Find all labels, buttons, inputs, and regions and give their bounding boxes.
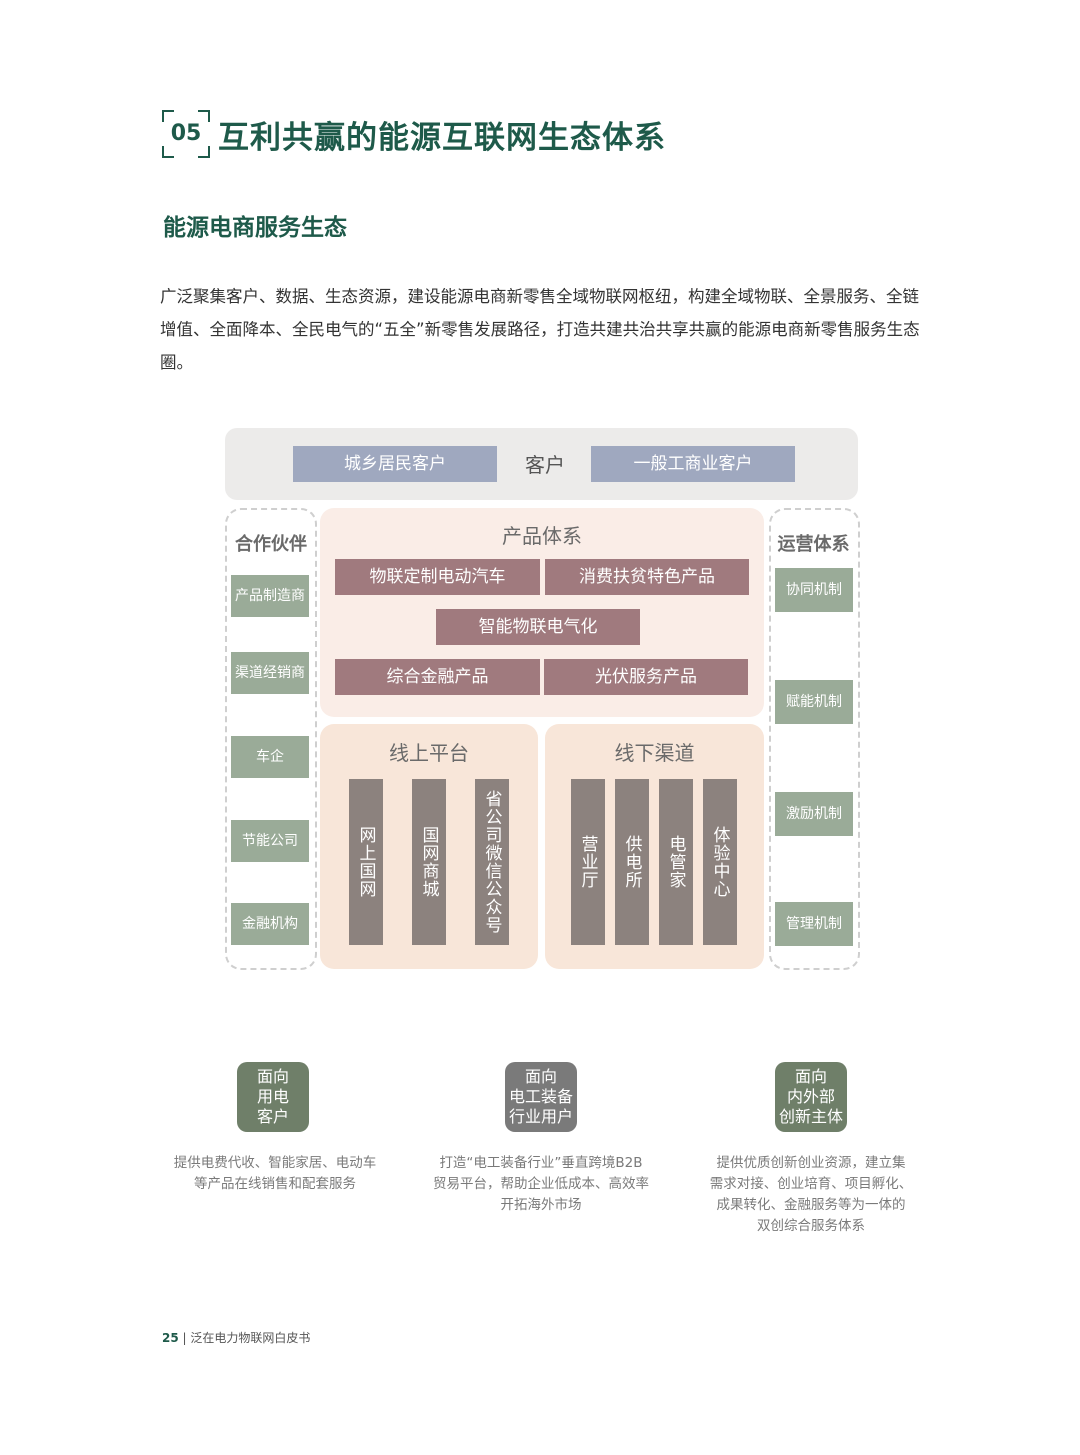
- offline-item-label: 体验中心: [709, 826, 730, 898]
- offline-item-label: 电管家: [665, 835, 686, 889]
- online-item: 国网商城: [412, 779, 446, 945]
- page-footer: 25 | 泛在电力物联网白皮书: [162, 1329, 310, 1346]
- operation-item: 协同机制: [775, 568, 853, 612]
- bracket-corner: [198, 146, 210, 158]
- product-item: 光伏服务产品: [544, 659, 748, 695]
- audience-description: 提供优质创新创业资源，建立集 需求对接、创业培育、项目孵化、 成果转化、金融服务…: [709, 1155, 913, 1234]
- page-number: 25: [162, 1331, 179, 1345]
- offline-item: 营业厅: [571, 779, 605, 945]
- offline-item: 体验中心: [703, 779, 737, 945]
- bracket-corner: [162, 146, 174, 158]
- partners-column: [225, 508, 317, 970]
- partner-item: 产品制造商: [231, 575, 309, 617]
- section-number: 05: [170, 121, 202, 146]
- partner-item: 金融机构: [231, 903, 309, 945]
- section-number-badge: 05: [162, 110, 210, 158]
- online-item: 网上国网: [349, 779, 383, 945]
- bracket-corner: [198, 110, 210, 122]
- operations-column: [769, 508, 860, 970]
- operation-item: 管理机制: [775, 902, 853, 946]
- offline-item: 供电所: [615, 779, 649, 945]
- customer-label: 客户: [525, 453, 565, 477]
- subsection-title: 能源电商服务生态: [163, 215, 347, 241]
- offline-item-label: 营业厅: [577, 835, 598, 889]
- product-item-center: 智能物联电气化: [436, 609, 640, 645]
- audience-description: 提供电费代收、智能家居、电动车 等产品在线销售和配套服务: [173, 1155, 377, 1192]
- bracket-corner: [162, 110, 174, 122]
- audience-description: 打造“电工装备行业”垂直跨境B2B 贸易平台，帮助企业低成本、高效率 开拓海外市…: [433, 1155, 649, 1213]
- intro-paragraph: 广泛聚集客户、数据、生态资源，建设能源电商新零售全域物联网枢纽，构建全域物联、全…: [160, 287, 920, 372]
- offline-item-label: 供电所: [621, 835, 642, 889]
- offline-item: 电管家: [659, 779, 693, 945]
- footer-separator: |: [182, 1331, 187, 1345]
- audience-badge-innovators: 面向 内外部 创新主体: [775, 1062, 847, 1132]
- product-item: 综合金融产品: [335, 659, 540, 695]
- partner-item: 车企: [231, 736, 309, 778]
- online-title: 线上平台: [389, 741, 469, 765]
- product-item: 物联定制电动汽车: [335, 559, 540, 595]
- operation-item: 赋能机制: [775, 680, 853, 724]
- product-title: 产品体系: [502, 524, 582, 548]
- footer-title: 泛在电力物联网白皮书: [190, 1331, 311, 1345]
- operation-item: 激励机制: [775, 792, 853, 836]
- online-item-label: 国网商城: [418, 826, 439, 898]
- audience-badge-power-customers: 面向 用电 客户: [237, 1062, 309, 1132]
- offline-title: 线下渠道: [614, 741, 695, 765]
- online-item-label: 网上国网: [355, 826, 376, 898]
- partner-item: 节能公司: [231, 820, 309, 862]
- online-item-label: 省公司微信公众号: [481, 790, 502, 934]
- section-title: 互利共赢的能源互联网生态体系: [218, 120, 666, 156]
- partners-title: 合作伙伴: [235, 534, 307, 555]
- online-item: 省公司微信公众号: [475, 779, 509, 945]
- customer-residential: 城乡居民客户: [293, 446, 497, 482]
- partner-item: 渠道经销商: [231, 652, 309, 694]
- audience-badge-equipment-industry: 面向 电工装备 行业用户: [505, 1062, 577, 1132]
- product-item: 消费扶贫特色产品: [545, 559, 749, 595]
- operations-title: 运营体系: [777, 534, 850, 555]
- customer-commercial: 一般工商业客户: [591, 446, 795, 482]
